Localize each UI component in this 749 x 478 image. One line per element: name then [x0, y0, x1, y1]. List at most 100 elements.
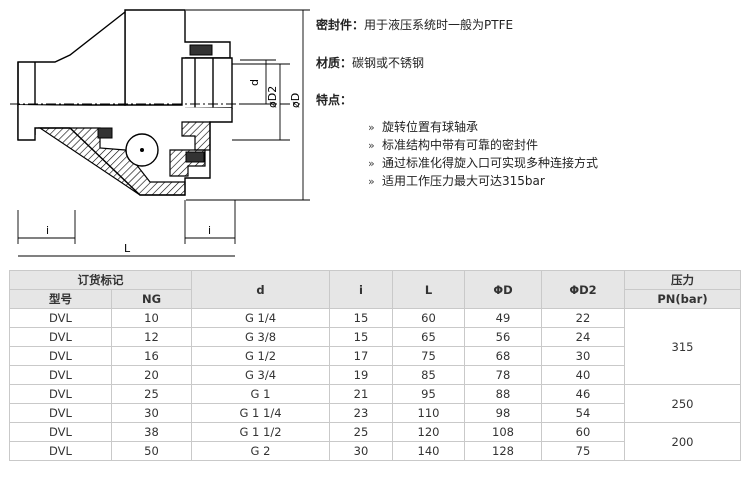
dim-L-label: L: [124, 242, 131, 255]
cell-L: 65: [392, 327, 465, 347]
bullet-icon: »: [368, 175, 375, 188]
cell-i: 15: [329, 308, 393, 328]
cell-D2: 46: [541, 384, 625, 404]
cell-D: 98: [464, 403, 542, 423]
cell-ng: 38: [111, 422, 192, 442]
seal-value: 用于液压系统时一般为PTFE: [364, 18, 514, 32]
order-header: 订货标记: [9, 270, 192, 290]
cell-D: 88: [464, 384, 542, 404]
dim-i-right-label: i: [208, 224, 211, 237]
bullet-icon: »: [368, 157, 375, 170]
cell-D: 128: [464, 441, 542, 461]
table-row: DVL 20 G 3/4 19 85 78 40: [9, 365, 741, 385]
dim-D-label: øD: [289, 93, 302, 108]
list-item: » 通过标准化得旋入口可实现多种连接方式: [368, 154, 598, 172]
cell-d: G 3/8: [191, 327, 330, 347]
cell-ng: 30: [111, 403, 192, 423]
cell-model: DVL: [9, 365, 112, 385]
cell-model: DVL: [9, 346, 112, 366]
cell-model: DVL: [9, 422, 112, 442]
cell-L: 140: [392, 441, 465, 461]
features-heading: 特点：: [316, 91, 352, 108]
col-D-header: ΦD: [464, 270, 542, 309]
cell-D2: 75: [541, 441, 625, 461]
cell-D: 78: [464, 365, 542, 385]
cell-d: G 1 1/2: [191, 422, 330, 442]
dim-i-left-label: i: [46, 224, 49, 237]
cell-D2: 60: [541, 422, 625, 442]
cell-i: 21: [329, 384, 393, 404]
features-list: » 旋转位置有球轴承 » 标准结构中带有可靠的密封件 » 通过标准化得旋入口可实现多种…: [368, 118, 598, 190]
list-item: » 标准结构中带有可靠的密封件: [368, 136, 598, 154]
cell-d: G 1/4: [191, 308, 330, 328]
cell-D: 49: [464, 308, 542, 328]
dim-D2-label: øD2: [266, 86, 279, 108]
feature-text: 适用工作压力最大可达315bar: [382, 174, 545, 188]
col-i-header: i: [329, 270, 393, 309]
cell-L: 60: [392, 308, 465, 328]
material-value: 碳钢或不锈钢: [352, 56, 425, 70]
features-label: 特点：: [316, 93, 353, 107]
cell-ng: 10: [111, 308, 192, 328]
cell-model: DVL: [9, 403, 112, 423]
cell-ng: 20: [111, 365, 192, 385]
table-row: DVL 30 G 1 1/4 23 110 98 54: [9, 403, 741, 423]
bullet-icon: »: [368, 121, 375, 134]
cell-D: 108: [464, 422, 542, 442]
cell-i: 25: [329, 422, 393, 442]
feature-text: 标准结构中带有可靠的密封件: [382, 138, 539, 152]
swivel-joint-drawing: d øD2 øD i i L: [10, 9, 310, 257]
cell-model: DVL: [9, 308, 112, 328]
material-row: 材质：碳钢或不锈钢: [316, 54, 424, 71]
cell-L: 75: [392, 346, 465, 366]
list-item: » 旋转位置有球轴承: [368, 118, 598, 136]
cell-i: 23: [329, 403, 393, 423]
table-row: DVL 10 G 1/4 15 60 49 22 315: [9, 308, 741, 385]
bullet-icon: »: [368, 139, 375, 152]
cell-D2: 22: [541, 308, 625, 328]
dim-d-label: d: [248, 79, 261, 86]
cell-pn: 250: [624, 384, 741, 423]
cell-pn: 315: [624, 308, 741, 385]
feature-text: 旋转位置有球轴承: [382, 120, 479, 134]
table-row: DVL 16 G 1/2 17 75 68 30: [9, 346, 741, 366]
cell-L: 110: [392, 403, 465, 423]
cell-model: DVL: [9, 327, 112, 347]
table-row: DVL 25 G 1 21 95 88 46 250: [9, 384, 741, 423]
cell-model: DVL: [9, 441, 112, 461]
list-item: » 适用工作压力最大可达315bar: [368, 172, 598, 190]
seal-row: 密封件：用于液压系统时一般为PTFE: [316, 16, 513, 33]
cell-model: DVL: [9, 384, 112, 404]
col-L-header: L: [392, 270, 465, 309]
cell-ng: 16: [111, 346, 192, 366]
feature-text: 通过标准化得旋入口可实现多种连接方式: [382, 156, 599, 170]
cell-i: 30: [329, 441, 393, 461]
cell-D2: 40: [541, 365, 625, 385]
cell-d: G 1/2: [191, 346, 330, 366]
cell-L: 95: [392, 384, 465, 404]
cell-i: 15: [329, 327, 393, 347]
cell-ng: 12: [111, 327, 192, 347]
col-pn-header: PN(bar): [624, 289, 741, 309]
cell-L: 85: [392, 365, 465, 385]
cell-i: 17: [329, 346, 393, 366]
cell-D: 56: [464, 327, 542, 347]
material-label: 材质：: [316, 56, 353, 70]
cell-D2: 54: [541, 403, 625, 423]
cell-D: 68: [464, 346, 542, 366]
cell-i: 19: [329, 365, 393, 385]
cell-pn: 200: [624, 422, 741, 461]
cell-D2: 24: [541, 327, 625, 347]
table-row: DVL 50 G 2 30 140 128 75: [9, 441, 741, 461]
cell-d: G 2: [191, 441, 330, 461]
col-model-header: 型号: [9, 289, 112, 309]
cell-d: G 3/4: [191, 365, 330, 385]
seal-label: 密封件：: [316, 18, 365, 32]
col-pressure-header: 压力: [624, 270, 741, 290]
cell-ng: 25: [111, 384, 192, 404]
cell-d: G 1: [191, 384, 330, 404]
cell-D2: 30: [541, 346, 625, 366]
col-d-header: d: [191, 270, 330, 309]
table-row: DVL 38 G 1 1/2 25 120 108 60 200: [9, 422, 741, 461]
spec-section: 密封件：用于液压系统时一般为PTFE 材质：碳钢或不锈钢 特点： » 旋转位置有球…: [316, 0, 746, 262]
